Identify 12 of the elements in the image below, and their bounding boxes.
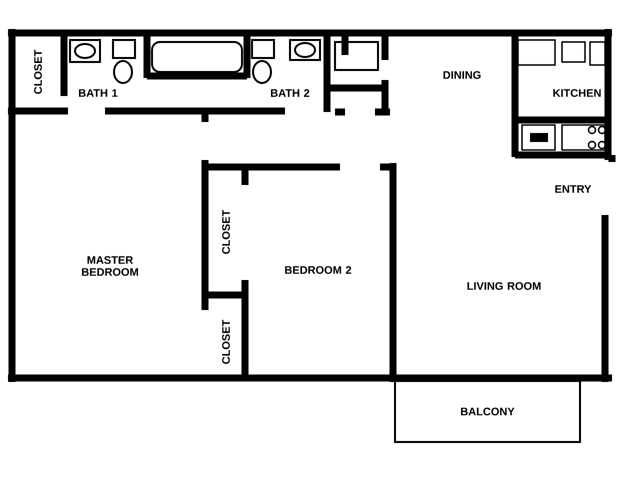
room-label: CLOSET xyxy=(222,320,230,364)
room-label: ENTRY xyxy=(555,185,592,193)
room-label: KITCHEN xyxy=(553,89,601,97)
room-label: DINING xyxy=(444,71,481,79)
room-label: BEDROOM 2 xyxy=(285,266,352,274)
room-label: LIVING ROOM xyxy=(467,282,541,290)
balcony-box: BALCONY xyxy=(394,380,581,443)
room-label: BATH 2 xyxy=(270,89,310,97)
room-label: CLOSET xyxy=(34,50,42,94)
room-label: BATH 1 xyxy=(78,89,118,97)
room-label: CLOSET xyxy=(222,210,230,254)
room-label: MASTER BEDROOM xyxy=(82,256,138,276)
